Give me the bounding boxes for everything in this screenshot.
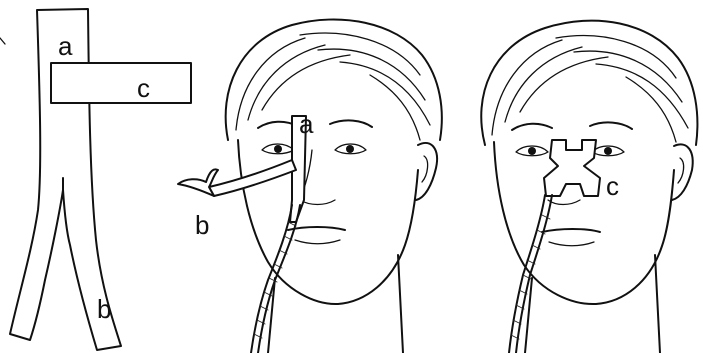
label-strip-a: a	[58, 31, 73, 61]
label-face1-a: a	[299, 109, 314, 139]
label-face1-b: b	[195, 210, 209, 240]
label-face2-c: c	[606, 171, 619, 201]
tape-strip	[0, 9, 191, 350]
label-strip-c: c	[137, 73, 150, 103]
face-with-taped-tube	[481, 21, 697, 353]
label-strip-b: b	[97, 294, 111, 324]
face-with-nasal-tube	[178, 19, 442, 353]
